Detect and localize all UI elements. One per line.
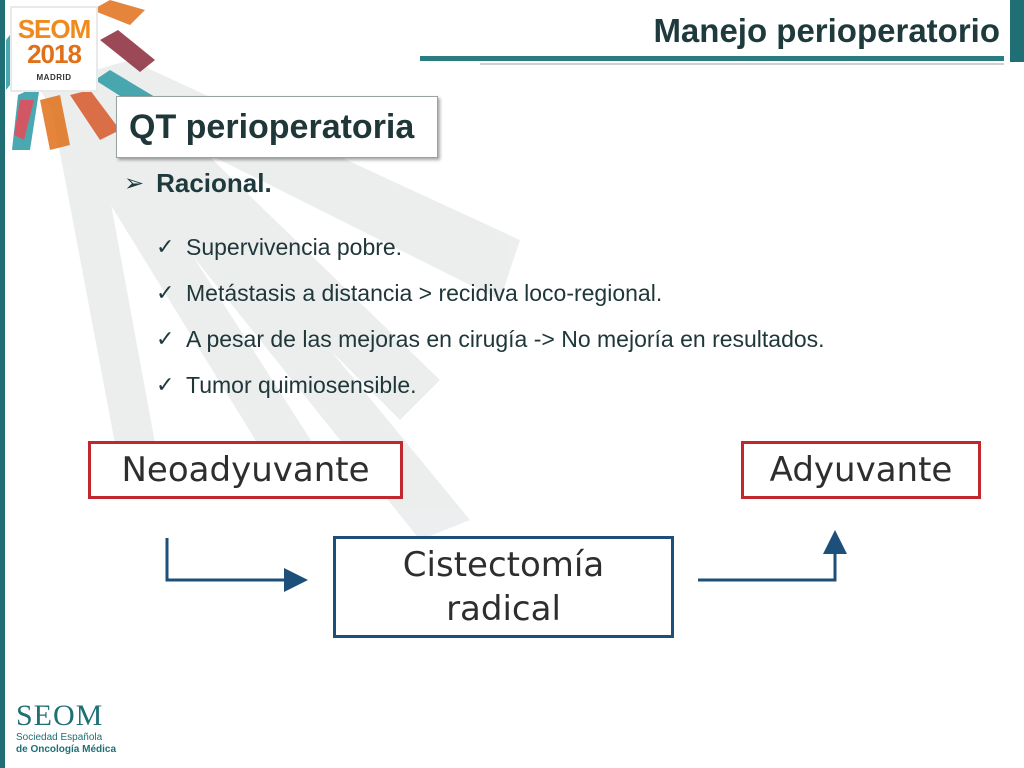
list-item-text: A pesar de las mejoras en cirugía -> No … [186,325,825,352]
checklist: ✓ Supervivencia pobre. ✓ Metástasis a di… [156,224,825,408]
section-heading-box: QT perioperatoria [116,96,438,158]
footer-seom-logo: SEOM Sociedad Española de Oncología Médi… [16,700,116,756]
list-item-text: Tumor quimiosensible. [186,371,417,398]
list-item-text: Metástasis a distancia > recidiva loco-r… [186,279,663,306]
cistectomia-label-line1: Cistectomía [402,545,605,585]
section-heading: QT perioperatoria [129,107,415,146]
right-accent-rail [1010,0,1024,62]
cistectomia-label-line2: radical [446,589,561,629]
arrow-bullet-icon: ➢ [124,169,145,197]
list-item-text: Supervivencia pobre. [186,233,403,260]
slide-title: Manejo perioperatorio [653,12,1000,49]
list-item: ✓ Tumor quimiosensible. [156,362,825,408]
seom-2018-logo: SEOM 2018 MADRID [12,8,96,90]
logo-city-text: MADRID [36,72,72,82]
title-underline-shadow [480,63,1004,65]
neoadyuvante-label: Neoadyuvante [121,450,370,490]
checkmark-icon: ✓ [156,372,175,397]
decorative-background-rays [6,0,520,540]
checkmark-icon: ✓ [156,280,175,305]
adyuvante-box: Adyuvante [741,441,981,499]
footer-seom-text: SEOM [16,699,104,732]
footer-society-line1: Sociedad Española [16,732,103,743]
neoadyuvante-box: Neoadyuvante [88,441,403,499]
racional-bullet: ➢ Racional. [124,168,272,199]
footer-society-line2: de Oncología Médica [16,744,117,755]
cistectomia-to-adyuvante-arrow [698,530,847,582]
checkmark-icon: ✓ [156,326,175,351]
list-item: ✓ Supervivencia pobre. [156,224,825,270]
logo-seom-text: SEOM [17,13,92,44]
left-accent-rail [0,0,5,768]
adyuvante-label: Adyuvante [769,450,953,490]
logo-year-text: 2018 [27,38,82,69]
title-underline [420,56,1004,61]
racional-label: Racional. [156,168,272,198]
cistectomia-box: Cistectomía radical [333,536,674,638]
list-item: ✓ A pesar de las mejoras en cirugía -> N… [156,316,825,362]
list-item: ✓ Metástasis a distancia > recidiva loco… [156,270,825,316]
checkmark-icon: ✓ [156,234,175,259]
